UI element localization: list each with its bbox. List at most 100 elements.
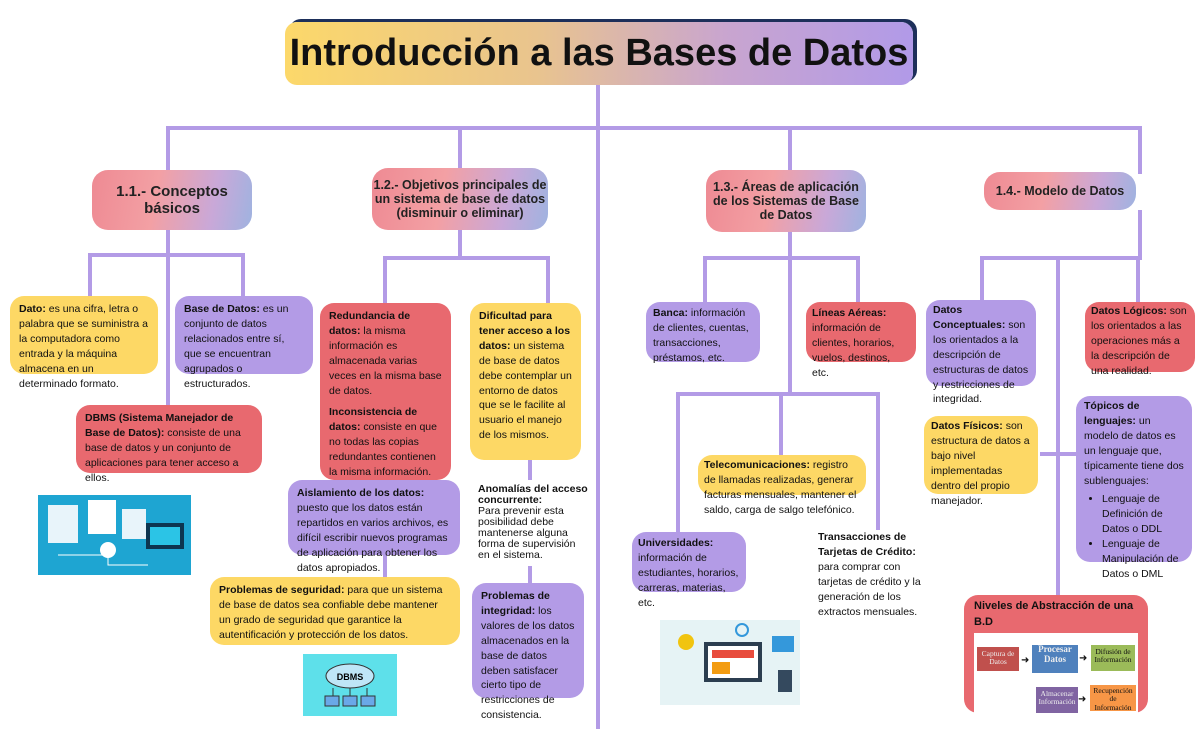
- definition: es una cifra, letra o palabra que se sum…: [19, 303, 148, 390]
- node-datos-conceptuales: Datos Conceptuales: son los orientados a…: [926, 300, 1036, 405]
- arrow-icon: ➜: [1079, 653, 1088, 665]
- term: Problemas de integridad:: [481, 590, 550, 617]
- node-datos-logicos: Datos Lógicos: son los orientados a las …: [1085, 302, 1195, 377]
- section-header-2: 1.2.- Objetivos principales de un sistem…: [372, 168, 548, 230]
- term: Dato:: [19, 303, 46, 315]
- computer-applications-illustration: [660, 620, 800, 705]
- node-datos-fisicos: Datos Físicos: son estructura de datos a…: [924, 416, 1038, 507]
- connector: [1138, 210, 1142, 258]
- definition: los valores de los datos almacenados en …: [481, 604, 575, 722]
- flow-step: Captura de Datos: [977, 647, 1019, 672]
- branch-line: [166, 126, 1142, 130]
- term: DBMS (Sistema Manejador de Base de Datos…: [85, 412, 234, 439]
- connector: [788, 230, 792, 395]
- connector: [1040, 452, 1076, 456]
- connector: [1138, 126, 1142, 174]
- node-telecomunicaciones: Telecomunicaciones: registro de llamadas…: [698, 455, 866, 516]
- term: Inconsistencia de datos:: [329, 406, 418, 434]
- node-tarjetas: Transacciones de Tarjetas de Crédito: pa…: [818, 530, 928, 619]
- connector: [703, 256, 707, 304]
- section-header-3: 1.3.- Áreas de aplicación de los Sistema…: [706, 170, 866, 232]
- term: Problemas de seguridad:: [219, 584, 345, 596]
- connector: [241, 253, 245, 298]
- term: Redundancia de datos:: [329, 310, 411, 337]
- connector: [166, 126, 170, 172]
- connector: [88, 253, 92, 298]
- database-network-illustration: [38, 495, 191, 575]
- node-lineas-aereas: Líneas Aéreas: información de clientes, …: [806, 302, 916, 379]
- connector: [676, 392, 680, 532]
- definition: información de estudiantes, horarios, ca…: [638, 551, 739, 609]
- term: Telecomunicaciones:: [704, 459, 811, 471]
- definition: un modelo de datos es un lenguaje que, t…: [1084, 414, 1184, 487]
- niveles-title: Niveles de Abstracción de una B.D: [974, 600, 1134, 628]
- arrow-icon: ➜: [1078, 694, 1087, 706]
- section-label: 1.2.- Objetivos principales de un sistem…: [373, 178, 547, 220]
- term: Líneas Aéreas:: [812, 307, 887, 319]
- term: Base de Datos:: [184, 303, 260, 315]
- connector: [703, 256, 860, 260]
- term: Anomalías del acceso concurrente:: [478, 483, 588, 507]
- arrow-icon: ➜: [1021, 655, 1030, 667]
- definition: puesto que los datos están repartidos en…: [297, 501, 449, 574]
- connector: [1056, 256, 1060, 596]
- node-anomalias: Anomalías del acceso concurrente: Para p…: [478, 483, 590, 562]
- connector: [88, 253, 245, 257]
- section-label: 1.3.- Áreas de aplicación de los Sistema…: [713, 180, 859, 222]
- term: Aislamiento de los datos:: [297, 487, 425, 499]
- connector: [779, 392, 783, 456]
- definition: consiste de una base de datos y un conju…: [85, 426, 241, 484]
- definition: son los orientados a la descripción de e…: [933, 318, 1029, 406]
- list-item: Lenguaje de Definición de Datos o DDL: [1102, 492, 1184, 537]
- connector: [876, 392, 880, 530]
- definition: para que un sistema de base de datos sea…: [219, 584, 443, 641]
- dbms-cloud-illustration: DBMS: [303, 654, 397, 716]
- connector: [980, 256, 984, 302]
- page-title: Introducción a las Bases de Datos: [285, 22, 913, 85]
- node-banca: Banca: información de clientes, cuentas,…: [646, 302, 760, 364]
- term: Dificultad para tener acceso a los datos…: [479, 310, 571, 352]
- node-topicos-lenguajes: Tópicos de lenguajes: un modelo de datos…: [1076, 396, 1192, 580]
- connector: [856, 256, 860, 304]
- flow-step: Procesar Datos: [1032, 644, 1078, 674]
- section-label: 1.4.- Modelo de Datos: [995, 184, 1125, 198]
- node-integridad: Problemas de integridad: los valores de …: [472, 583, 584, 721]
- node-dbms: DBMS (Sistema Manejador de Base de Datos…: [76, 405, 262, 484]
- node-base-de-datos: Base de Datos: es un conjunto de datos r…: [175, 296, 313, 390]
- dbms-image-label: DBMS: [337, 672, 364, 682]
- connector: [980, 256, 1142, 260]
- node-dato: Dato: es una cifra, letra o palabra que …: [10, 296, 158, 390]
- definition: información de clientes, cuentas, transa…: [653, 307, 749, 364]
- node-redundancia: Redundancia de datos: la misma informaci…: [320, 303, 451, 480]
- term: Tópicos de lenguajes:: [1084, 400, 1140, 427]
- node-aislamiento: Aislamiento de los datos: puesto que los…: [288, 480, 460, 574]
- connector: [528, 566, 532, 583]
- definition: registro de llamadas realizadas, generar…: [704, 459, 857, 516]
- flow-step: Recupención de Información: [1090, 685, 1136, 711]
- term: Transacciones de Tarjetas de Crédito:: [818, 531, 916, 558]
- definition: es un conjunto de datos relacionados ent…: [184, 303, 289, 390]
- term: Universidades:: [638, 537, 714, 549]
- connector: [458, 228, 462, 258]
- term: Datos Conceptuales:: [933, 304, 1006, 331]
- definition: la misma información es almacenada varia…: [329, 324, 442, 397]
- flow-step: Almacenar Información: [1036, 687, 1078, 714]
- main-trunk-line: [596, 85, 600, 729]
- definition: un sistema de base de datos debe contemp…: [479, 339, 572, 442]
- connector: [528, 458, 532, 480]
- sublanguage-list: Lenguaje de Definición de Datos o DDLLen…: [1102, 492, 1184, 581]
- section-header-4: 1.4.- Modelo de Datos: [984, 172, 1136, 210]
- term: Banca:: [653, 307, 689, 319]
- definition: consiste en que no todas las copias redu…: [329, 421, 437, 479]
- term: Datos Lógicos:: [1091, 305, 1167, 317]
- node-niveles-abstraccion: Niveles de Abstracción de una B.D Captur…: [964, 595, 1148, 720]
- definition: son los orientados a las operaciones más…: [1091, 305, 1187, 377]
- connector: [166, 228, 170, 406]
- node-seguridad: Problemas de seguridad: para que un sist…: [210, 577, 460, 645]
- section-label: 1.1.- Conceptos básicos: [116, 183, 228, 217]
- term: Datos Físicos:: [931, 420, 1003, 432]
- connector: [1136, 256, 1140, 302]
- list-item: Lenguaje de Manipulación de Datos o DML: [1102, 537, 1184, 582]
- definition: para comprar con tarjetas de crédito y l…: [818, 560, 921, 618]
- definition: información de clientes, horarios, vuelo…: [812, 321, 895, 379]
